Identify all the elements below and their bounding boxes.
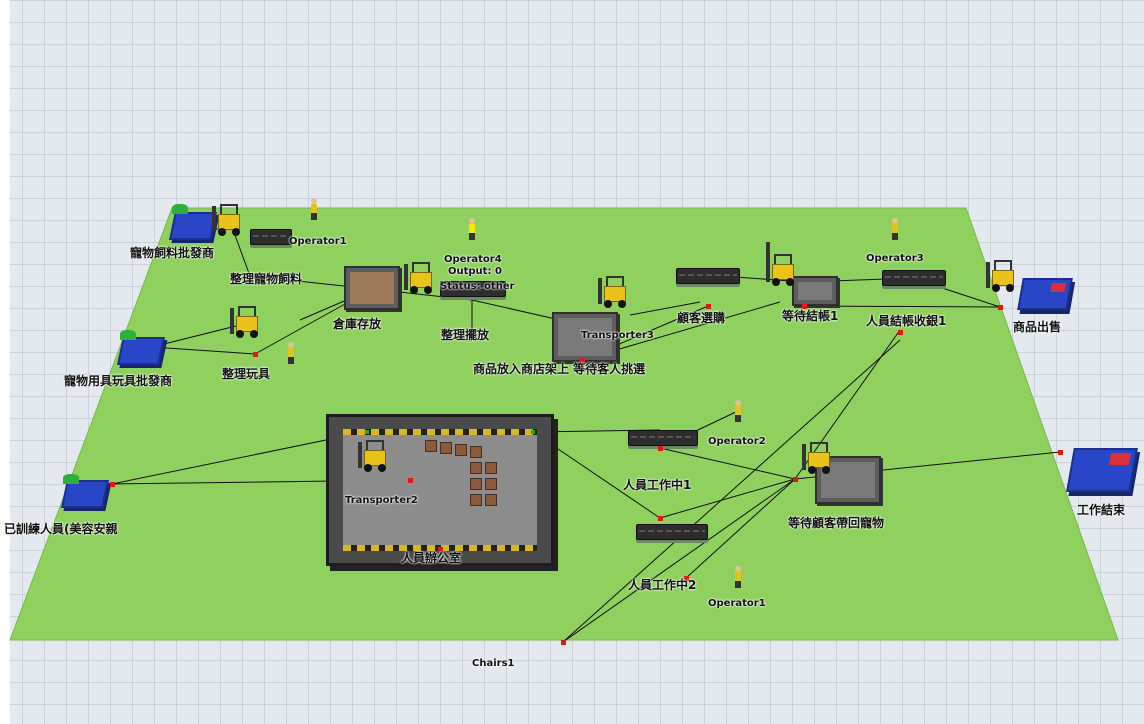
port <box>658 446 663 451</box>
chair <box>470 462 482 474</box>
forklift-icon[interactable] <box>766 252 796 286</box>
cashier-label: 人員結帳收銀1 <box>866 314 946 328</box>
pet-food-supplier-source[interactable] <box>169 212 217 240</box>
operator4-label: Operator4 <box>444 254 502 265</box>
staff-working1-processor[interactable] <box>628 430 698 446</box>
chair <box>470 478 482 490</box>
operator-icon[interactable] <box>287 342 295 364</box>
port <box>408 478 413 483</box>
staff-working1-label: 人員工作中1 <box>623 478 691 492</box>
staff-working2-label: 人員工作中2 <box>628 578 696 592</box>
operator4-output-label: Output: 0 <box>448 266 502 277</box>
staff-working2-processor[interactable] <box>636 524 708 540</box>
operator4-icon[interactable] <box>468 218 476 240</box>
source-tag-icon <box>63 474 79 484</box>
wait-checkout-label: 等待結帳1 <box>782 309 838 323</box>
port <box>658 516 663 521</box>
staff-office-label: 人員辦公室 <box>401 551 461 565</box>
port <box>561 640 566 645</box>
operator1-icon[interactable] <box>734 566 742 588</box>
chairs1-label: Chairs1 <box>472 658 514 669</box>
chair <box>425 440 437 452</box>
operator1-bottom-label: Operator1 <box>708 598 766 609</box>
operator-icon[interactable] <box>310 198 318 220</box>
chair <box>440 442 452 454</box>
operator3-icon[interactable] <box>891 218 899 240</box>
product-sale-sink[interactable] <box>1017 278 1073 310</box>
wait-customer-pickup-label: 等待顧客帶回寵物 <box>788 516 884 530</box>
chair <box>455 444 467 456</box>
port <box>998 305 1003 310</box>
customer-pick-processor[interactable] <box>676 268 740 284</box>
staff-office[interactable] <box>326 414 554 566</box>
transporter2-forklift-icon[interactable] <box>358 438 388 472</box>
forklift-icon[interactable] <box>986 258 1016 292</box>
chair <box>485 478 497 490</box>
sort-display-label: 整理擺放 <box>441 328 489 342</box>
sort-toys-label: 整理玩具 <box>222 367 270 381</box>
operator4-status-label: Status: other <box>440 281 515 292</box>
transporter2-label: Transporter2 <box>345 495 418 506</box>
port <box>110 482 115 487</box>
chair <box>485 462 497 474</box>
operator3-label: Operator3 <box>866 253 924 264</box>
wait-checkout-queue[interactable] <box>792 276 838 306</box>
pet-food-supplier-label: 寵物飼料批發商 <box>130 246 214 260</box>
source-tag-icon <box>172 204 188 214</box>
shelf-waiting-label: 商品放入商店架上 等待客人挑選 <box>473 362 645 376</box>
customer-pick-label: 顧客選購 <box>677 311 725 325</box>
cashier-processor[interactable] <box>882 270 946 286</box>
trained-staff-label: 已訓練人員(美容安親 <box>4 522 118 536</box>
chair <box>485 494 497 506</box>
operator1-top-label: Operator1 <box>289 236 347 247</box>
connection-marker <box>531 430 535 434</box>
forklift-icon[interactable] <box>404 260 434 294</box>
work-end-sink[interactable] <box>1066 448 1138 492</box>
trained-staff-source[interactable] <box>61 480 109 508</box>
chair <box>470 446 482 458</box>
port <box>253 352 258 357</box>
warehouse-storage-label: 倉庫存放 <box>333 317 381 331</box>
chair <box>470 494 482 506</box>
pet-toys-supplier-source[interactable] <box>117 337 165 365</box>
work-end-label: 工作結束 <box>1077 503 1125 517</box>
port <box>898 330 903 335</box>
transporter3-forklift-icon[interactable] <box>598 274 628 308</box>
sort-pet-food-processor[interactable] <box>250 229 292 245</box>
green-floor[interactable] <box>10 208 1118 640</box>
operator2-icon[interactable] <box>734 400 742 422</box>
port <box>793 477 798 482</box>
sort-pet-food-label: 整理寵物飼料 <box>230 272 302 286</box>
product-sale-label: 商品出售 <box>1013 320 1061 334</box>
operator2-label: Operator2 <box>708 436 766 447</box>
forklift-icon[interactable] <box>230 304 260 338</box>
port <box>1058 450 1063 455</box>
warehouse-storage-queue[interactable] <box>344 266 400 310</box>
port <box>706 304 711 309</box>
forklift-icon[interactable] <box>802 440 832 474</box>
connection-marker <box>365 430 369 434</box>
source-tag-icon <box>120 330 136 340</box>
transporter3-label: Transporter3 <box>581 330 654 341</box>
forklift-icon[interactable] <box>212 202 242 236</box>
pet-toys-supplier-label: 寵物用具玩具批發商 <box>64 374 172 388</box>
